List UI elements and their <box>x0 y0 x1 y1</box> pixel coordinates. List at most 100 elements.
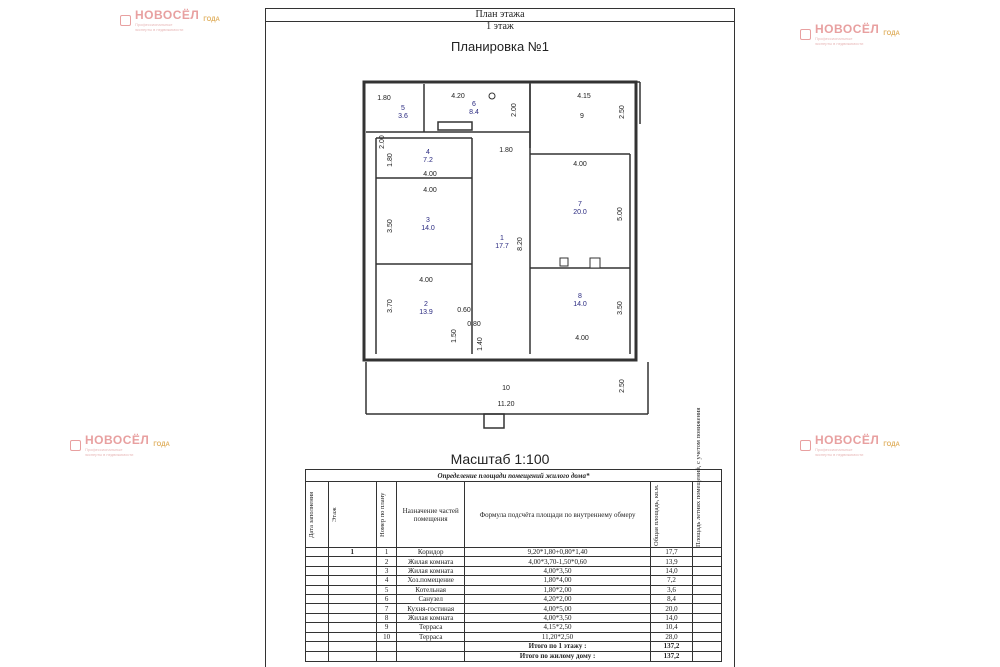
watermark-logo: НОВОСЁЛ Профессиональные эксперты в недв… <box>800 433 900 457</box>
total-house-row: Итого по жилому дому : 137,2 <box>305 650 723 662</box>
room-number: 7 <box>578 201 582 208</box>
row-formula: 4,00*3,50 <box>464 565 652 577</box>
floor-plan: 1.80 2.00 4.20 2.00 4.15 2.50 1.80 4.00 … <box>362 80 649 429</box>
row-formula: 9,20*1,80+0,80*1,40 <box>464 546 652 558</box>
watermark-tagline: Профессиональные эксперты в недвижимости <box>135 22 184 32</box>
col-header-date: Дата заполнения <box>308 491 315 538</box>
room-area: 7.2 <box>423 157 433 164</box>
watermark-brand: НОВОСЁЛ <box>135 8 200 22</box>
dim-label: 4.00 <box>423 171 437 178</box>
watermark-tagline: Профессиональные эксперты в недвижимости <box>815 36 864 46</box>
dim-label: 0.60 <box>457 307 471 314</box>
sink-icon <box>559 257 569 267</box>
table-row: 7 Кухня-гостиная 4,00*5,00 20,0 <box>305 603 723 614</box>
row-num: 10 <box>375 631 398 642</box>
dim-label: 0.80 <box>467 321 481 328</box>
watermark-logo: НОВОСЁЛ Профессиональные эксперты в недв… <box>800 22 900 46</box>
row-area: 20,0 <box>650 603 693 614</box>
room-number: 1 <box>500 235 504 242</box>
dim-label: 4.15 <box>577 93 591 100</box>
dim-label: 2.00 <box>379 135 386 149</box>
row-num: 9 <box>375 622 398 633</box>
logo-mark-icon <box>70 439 81 451</box>
watermark-tagline: Профессиональные эксперты в недвижимости <box>85 447 134 457</box>
sheet-title: План этажа <box>266 9 734 22</box>
room-area: 14.0 <box>421 225 435 232</box>
table-row: 2 Жилая комната 4,00*3,70-1,50*0,60 13,9 <box>305 556 723 567</box>
row-name: Жилая комната <box>396 612 466 624</box>
table-caption: Определение площади помещений жилого дом… <box>305 469 722 482</box>
row-num: 2 <box>375 556 398 567</box>
row-formula: 4,00*3,50 <box>464 612 652 624</box>
dim-label: 8.20 <box>517 237 524 251</box>
row-num: 1 <box>375 546 398 558</box>
watermark-brand: НОВОСЁЛ <box>815 433 880 447</box>
dim-label: 3.70 <box>387 299 394 313</box>
col-header-summer: Площадь летних помещений, с учетом пониж… <box>694 407 702 547</box>
toilet-icon <box>488 92 496 100</box>
dim-label: 11.20 <box>498 401 515 408</box>
row-area: 8,4 <box>650 593 693 605</box>
row-area: 3,6 <box>650 584 693 595</box>
room-number: 8 <box>578 293 582 300</box>
drawing-sheet: План этажа 1 этаж Планировка №1 Масштаб … <box>265 8 735 667</box>
watermark-years: ГОДА <box>883 31 900 37</box>
row-area: 14,0 <box>650 612 693 624</box>
dim-label: 4.00 <box>423 187 437 194</box>
logo-mark-icon <box>800 439 811 451</box>
row-area: 13,9 <box>650 556 693 567</box>
row-name: Санузел <box>396 593 466 605</box>
plan-scale: Масштаб 1:100 <box>450 451 550 467</box>
floor-label: 1 этаж <box>486 21 514 32</box>
row-area: 14,0 <box>650 565 693 577</box>
total-floor-value: 137,2 <box>650 640 693 652</box>
row-name: Хоз.помещение <box>396 575 466 586</box>
watermark-years: ГОДА <box>883 442 900 448</box>
row-formula: 1,80*2,00 <box>464 584 652 595</box>
dim-label: 4.00 <box>573 161 587 168</box>
row-name: Кухня-гостиная <box>396 603 466 614</box>
room-number: 9 <box>580 113 584 120</box>
row-name: Терраса <box>396 622 466 633</box>
row-formula: 4,00*3,70-1,50*0,60 <box>464 556 652 567</box>
room-number: 10 <box>502 385 510 392</box>
col-header-floor: Этаж <box>330 507 338 522</box>
row-num: 3 <box>375 565 398 577</box>
row-area: 17,7 <box>650 546 693 558</box>
dim-label: 3.50 <box>387 219 394 233</box>
table-row: 6 Санузел 4,20*2,00 8,4 <box>305 593 723 605</box>
logo-mark-icon <box>800 28 811 40</box>
row-area: 7,2 <box>650 575 693 586</box>
total-house-value: 137,2 <box>650 650 693 662</box>
watermark-logo: НОВОСЁЛ Профессиональные эксперты в недв… <box>120 8 220 32</box>
watermark-years: ГОДА <box>153 442 170 448</box>
room-area: 8.4 <box>469 109 479 116</box>
dim-label: 2.50 <box>619 105 626 119</box>
room-area: 17.7 <box>495 243 509 250</box>
row-num: 6 <box>375 593 398 605</box>
row-num: 8 <box>375 612 398 624</box>
row-formula: 1,80*4,00 <box>464 575 652 586</box>
dim-label: 2.00 <box>511 103 518 117</box>
total-floor-row: Итого по 1 этажу : 137,2 <box>305 640 723 652</box>
room-number: 3 <box>426 217 430 224</box>
watermark-years: ГОДА <box>203 17 220 23</box>
floor-cell: 1 <box>327 546 377 558</box>
room-area: 13.9 <box>419 309 433 316</box>
row-num: 4 <box>375 575 398 586</box>
watermark-brand: НОВОСЁЛ <box>815 22 880 36</box>
col-header-formula: Формула подсчёта площади по внутреннему … <box>464 481 652 548</box>
dim-label: 1.80 <box>377 95 391 102</box>
dim-label: 4.20 <box>451 93 465 100</box>
row-formula: 4,20*2,00 <box>464 593 652 605</box>
room-area: 20.0 <box>573 209 587 216</box>
room-number: 2 <box>424 301 428 308</box>
row-area: 28,0 <box>650 631 693 642</box>
table-row: 8 Жилая комната 4,00*3,50 14,0 <box>305 612 723 624</box>
row-num: 7 <box>375 603 398 614</box>
row-name: Котельная <box>396 584 466 595</box>
col-header-total: Общая площадь, кв.м. <box>653 483 661 546</box>
dim-label: 5.00 <box>617 207 624 221</box>
col-header-num: Номер по плану <box>378 492 386 537</box>
table-row: 4 Хоз.помещение 1,80*4,00 7,2 <box>305 575 723 586</box>
